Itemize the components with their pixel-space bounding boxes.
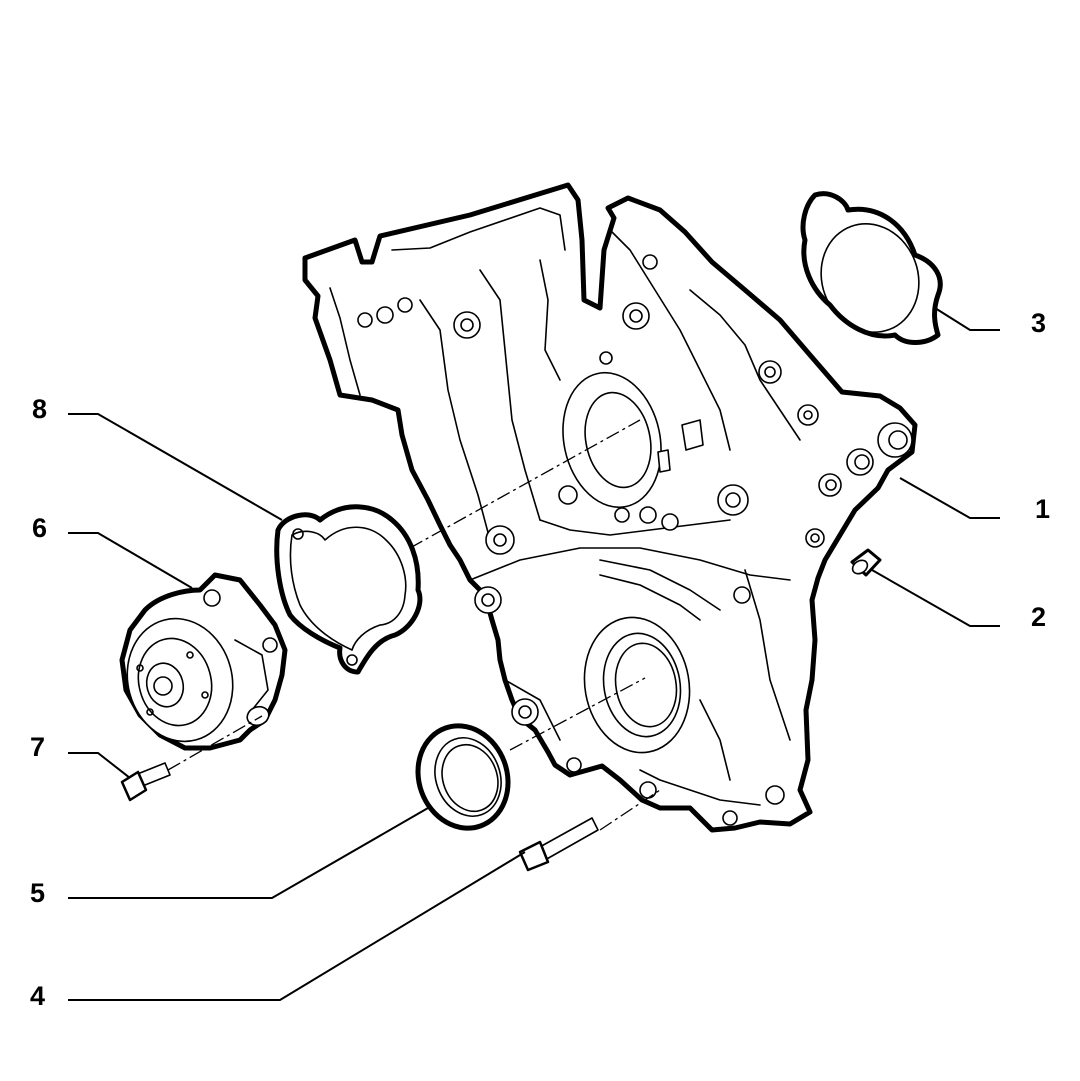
callout-5: 5 — [30, 878, 46, 908]
cover-gasket-part — [800, 191, 943, 345]
leader-line-8 — [68, 413, 283, 521]
pump-bolt-part — [120, 762, 171, 802]
leader-line-2 — [871, 569, 1000, 627]
crank-seal-part — [415, 723, 511, 831]
leader-line-7 — [68, 752, 131, 779]
leader-line-5 — [68, 807, 429, 899]
leader-line-1 — [899, 477, 1000, 519]
cover-bolt-part — [518, 817, 599, 872]
callout-4: 4 — [30, 981, 46, 1011]
callout-3: 3 — [1031, 308, 1047, 338]
callout-6: 6 — [32, 513, 48, 543]
leader-line-4 — [68, 851, 526, 1001]
dowel-part — [850, 548, 882, 577]
pump-gasket-part — [274, 504, 423, 675]
leader-line-6 — [68, 532, 193, 589]
water-pump-part — [119, 572, 288, 751]
callout-1: 1 — [1035, 494, 1051, 524]
timing-cover-part — [302, 182, 918, 833]
callout-7: 7 — [30, 732, 46, 762]
callout-8: 8 — [32, 394, 48, 424]
callout-2: 2 — [1031, 602, 1047, 632]
leader-line-3 — [934, 307, 1000, 331]
